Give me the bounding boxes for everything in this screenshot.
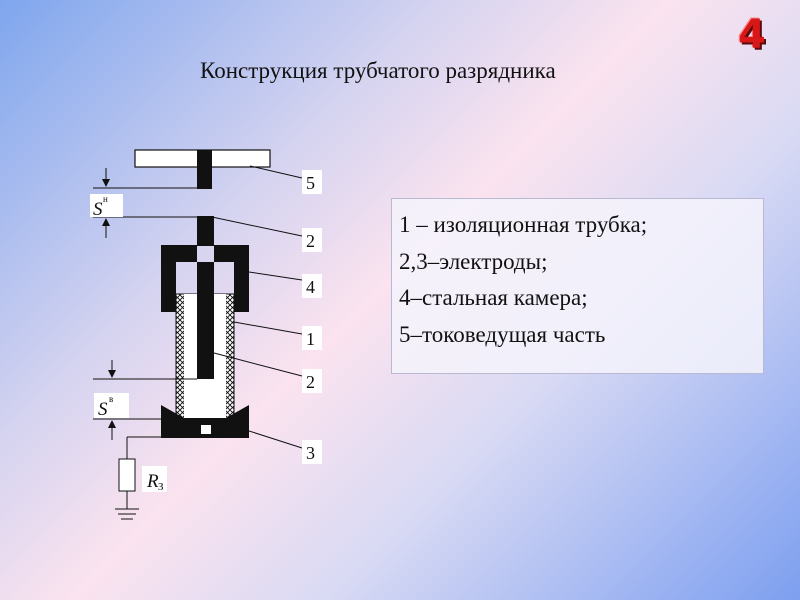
- slide-title: Конструкция трубчатого разрядника: [200, 58, 556, 83]
- resistor-subscript: З: [158, 481, 164, 493]
- gap-ext-arrow-down: [102, 179, 110, 187]
- svg-text:2: 2: [306, 372, 315, 392]
- callout-3: 3: [302, 440, 322, 464]
- svg-text:4: 4: [306, 277, 315, 297]
- electrode-lower: [161, 405, 249, 438]
- gap-int-label-box: [94, 393, 129, 418]
- gap-int-superscript: в: [109, 394, 113, 404]
- grounding-resistor: [118, 458, 136, 492]
- electrode-upper-stem: [197, 216, 214, 246]
- current-carrying-rod: [197, 150, 212, 189]
- callout-2-bottom: 2: [302, 369, 322, 393]
- callout-4: 4: [302, 274, 322, 298]
- svg-text:1: 1: [306, 329, 315, 349]
- gap-ext-superscript: н: [103, 194, 108, 204]
- leader-2-top: [211, 216, 303, 237]
- legend-box: 1 – изоляционная трубка; 2,3–электроды; …: [391, 198, 764, 374]
- gap-ext-symbol: S: [93, 199, 103, 220]
- gap-ext-arrow-up: [102, 218, 110, 226]
- gap-int-arrow-up: [108, 420, 116, 428]
- vent-hole: [201, 425, 211, 434]
- leader-3: [245, 429, 303, 449]
- callout-5: 5: [302, 170, 322, 194]
- callout-1: 1: [302, 326, 322, 350]
- svg-text:2: 2: [306, 231, 315, 251]
- legend-item-2: 2,3–электроды;: [399, 248, 548, 274]
- svg-text:3: 3: [306, 443, 315, 463]
- legend-item-4: 5–токоведущая часть: [399, 321, 606, 347]
- leader-4: [248, 271, 303, 281]
- resistor-symbol: R: [146, 471, 159, 492]
- leader-1: [233, 321, 303, 335]
- slide-number: 4: [738, 12, 766, 58]
- gap-int-symbol: S: [98, 399, 108, 420]
- callout-2-top: 2: [302, 228, 322, 252]
- legend-item-1: 1 – изоляционная трубка;: [399, 212, 648, 237]
- electrode-upper-rod: [197, 262, 214, 379]
- gap-int-arrow-down: [108, 370, 116, 378]
- legend-item-3: 4–стальная камера;: [399, 285, 588, 310]
- resistor-label-box: [142, 466, 167, 492]
- gap-ext-label-box: [90, 194, 123, 217]
- leader-2-bottom: [213, 352, 303, 377]
- svg-text:5: 5: [306, 173, 315, 193]
- leader-5: [249, 165, 303, 179]
- steel-chamber: [161, 245, 249, 312]
